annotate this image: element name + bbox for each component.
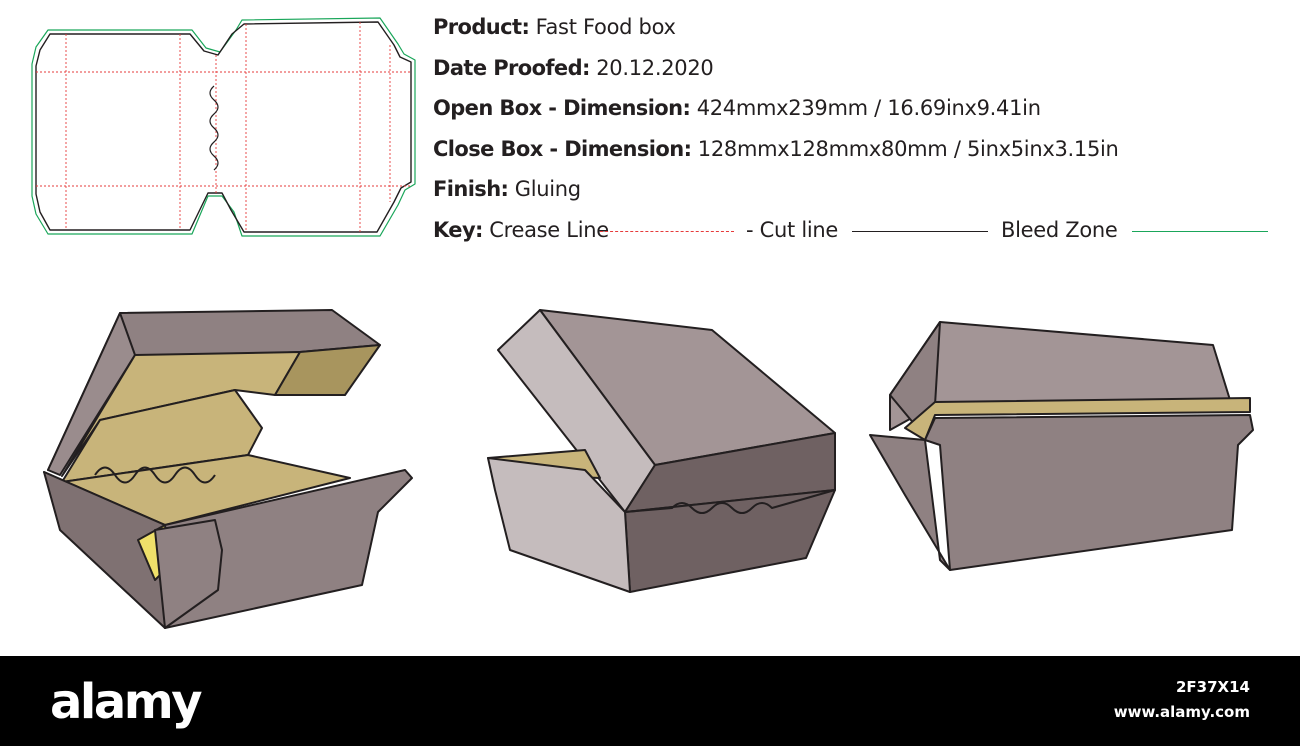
crease-line-text: Crease Line (489, 218, 609, 242)
lid-side (47, 312, 136, 476)
bleed-zone-swatch (1132, 231, 1268, 232)
front-face (924, 414, 1254, 571)
site-url: www.alamy.com (1113, 703, 1250, 721)
spec-close-dimension-value: 128mmx128mmx80mm / 5inx5inx3.15in (697, 137, 1119, 161)
spec-open-dimension-value: 424mmx239mm / 16.69inx9.41in (696, 96, 1041, 120)
spec-product: Product: Fast Food box (433, 14, 676, 40)
front-tab (154, 519, 223, 629)
spec-finish-label: Finish: (433, 177, 509, 201)
half-open-box (487, 309, 836, 593)
cut-line-swatch (852, 231, 988, 232)
box-illustrations (43, 309, 1254, 629)
spec-date-value: 20.12.2020 (596, 56, 714, 80)
spec-close-dimension-label: Close Box - Dimension: (433, 137, 692, 161)
spec-close-dimension: Close Box - Dimension: 128mmx128mmx80mm … (433, 136, 1119, 162)
spec-finish: Finish: Gluing (433, 176, 581, 202)
crease-lines (36, 22, 411, 232)
bleed-zone-text: Bleed Zone (1001, 218, 1118, 242)
base-front (487, 457, 631, 593)
wavy-seam (624, 489, 836, 514)
key-label: Key: (433, 218, 483, 242)
spec-date-label: Date Proofed: (433, 56, 590, 80)
spec-date-proofed: Date Proofed: 20.12.2020 (433, 55, 714, 81)
key-legend-label: Key: Crease Line (433, 217, 609, 243)
spec-open-dimension-label: Open Box - Dimension: (433, 96, 691, 120)
inner-back-wall (61, 389, 263, 483)
bleed-zone-outline (31, 17, 416, 237)
side-flap (869, 434, 951, 571)
wavy-edge (94, 466, 216, 484)
spec-finish-value: Gluing (514, 177, 581, 201)
cut-line-text: - Cut line (746, 218, 839, 242)
closed-box (869, 321, 1254, 571)
lid-inner-flap (274, 344, 381, 396)
wavy-cut-line (209, 85, 219, 171)
spec-product-label: Product: (433, 15, 530, 39)
cut-line-outline (35, 21, 412, 233)
dieline-template (31, 17, 416, 237)
open-box-front-view (43, 309, 413, 629)
footer-bar: alamy 2F37X14 www.alamy.com (0, 656, 1300, 746)
image-id: 2F37X14 (1176, 678, 1250, 696)
spec-product-value: Fast Food box (535, 15, 676, 39)
spec-open-dimension: Open Box - Dimension: 424mmx239mm / 16.6… (433, 95, 1041, 121)
brand-logo: alamy (50, 674, 203, 730)
crease-line-swatch (600, 231, 734, 232)
